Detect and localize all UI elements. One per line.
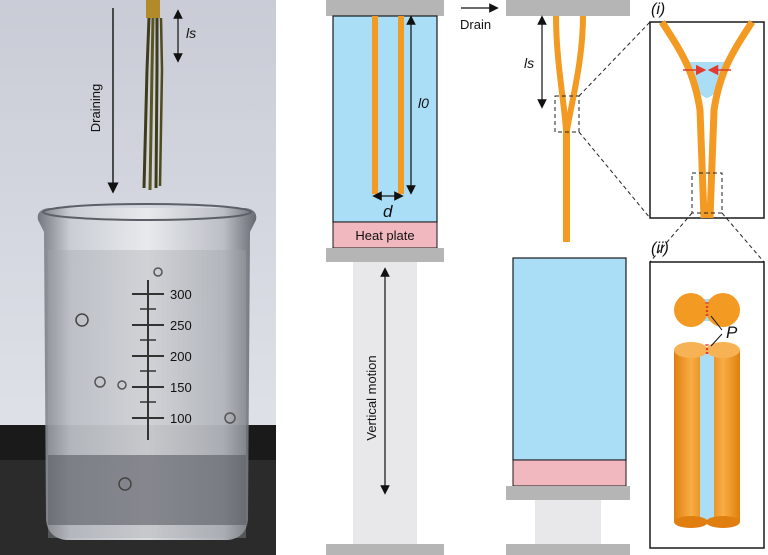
top-clamp [326, 0, 444, 16]
l0-label: l0 [418, 95, 429, 111]
p-leader-2 [710, 333, 723, 347]
beaker-mark-300: 300 [170, 287, 192, 302]
inset-fiber-left [659, 20, 708, 219]
beaker-mark-150: 150 [170, 380, 192, 395]
cross-section-fiber-left [674, 293, 708, 327]
photo-panel: Draining ls 300 250 2 [0, 0, 276, 555]
beaker-mark-100: 100 [170, 411, 192, 426]
zoom-line-2a [649, 212, 693, 263]
fiber-left [372, 16, 378, 194]
draining-label: Draining [88, 84, 103, 132]
heat-plate-lowered [512, 459, 627, 487]
top-clamp-right [506, 0, 630, 16]
inset-fiber-right [706, 20, 755, 219]
schematic-left: l0 d Heat plate Vertical motion [326, 0, 444, 555]
heat-plate-label: Heat plate [355, 228, 414, 243]
schematic-right: Drain ls (i) [460, 0, 765, 555]
inset-ii [649, 261, 765, 549]
zoom-box-1 [554, 95, 580, 133]
water-bath-lowered [512, 257, 627, 461]
base-plate [326, 544, 444, 555]
scale-ticks [132, 293, 164, 419]
p-label: P [726, 323, 738, 342]
beaker-mark-200: 200 [170, 349, 192, 364]
zoom-line-1b [578, 131, 651, 219]
inset-i [649, 20, 765, 219]
zoom-line-2b [721, 212, 765, 263]
inset-i-label: (i) [651, 1, 665, 18]
heat-plate [332, 221, 438, 249]
fiber-right [398, 16, 404, 194]
support-lowered [535, 500, 601, 544]
fiber-bundle-photo [142, 17, 164, 191]
p-leader-1 [710, 315, 723, 331]
d-label: d [383, 202, 393, 221]
inset-ii-label: (ii) [651, 240, 669, 257]
base-plate-right [506, 544, 630, 555]
ls-label-schematic: ls [524, 55, 534, 71]
fiber-clamp [146, 0, 160, 18]
ls-label-photo: ls [186, 25, 196, 41]
stage-lowered [506, 486, 630, 500]
beaker: 300 250 200 150 100 [37, 203, 257, 540]
drain-label: Drain [460, 17, 491, 32]
vertical-motion-label: Vertical motion [364, 355, 379, 440]
fiber-coalesced-right [564, 15, 586, 242]
stage-top [326, 248, 444, 262]
zoom-line-1a [578, 21, 651, 97]
zoom-box-2 [691, 172, 723, 214]
beaker-mark-250: 250 [170, 318, 192, 333]
cross-section-fiber-right [706, 293, 740, 327]
cylinder-water-gap [700, 352, 714, 522]
water-bath [332, 15, 438, 223]
